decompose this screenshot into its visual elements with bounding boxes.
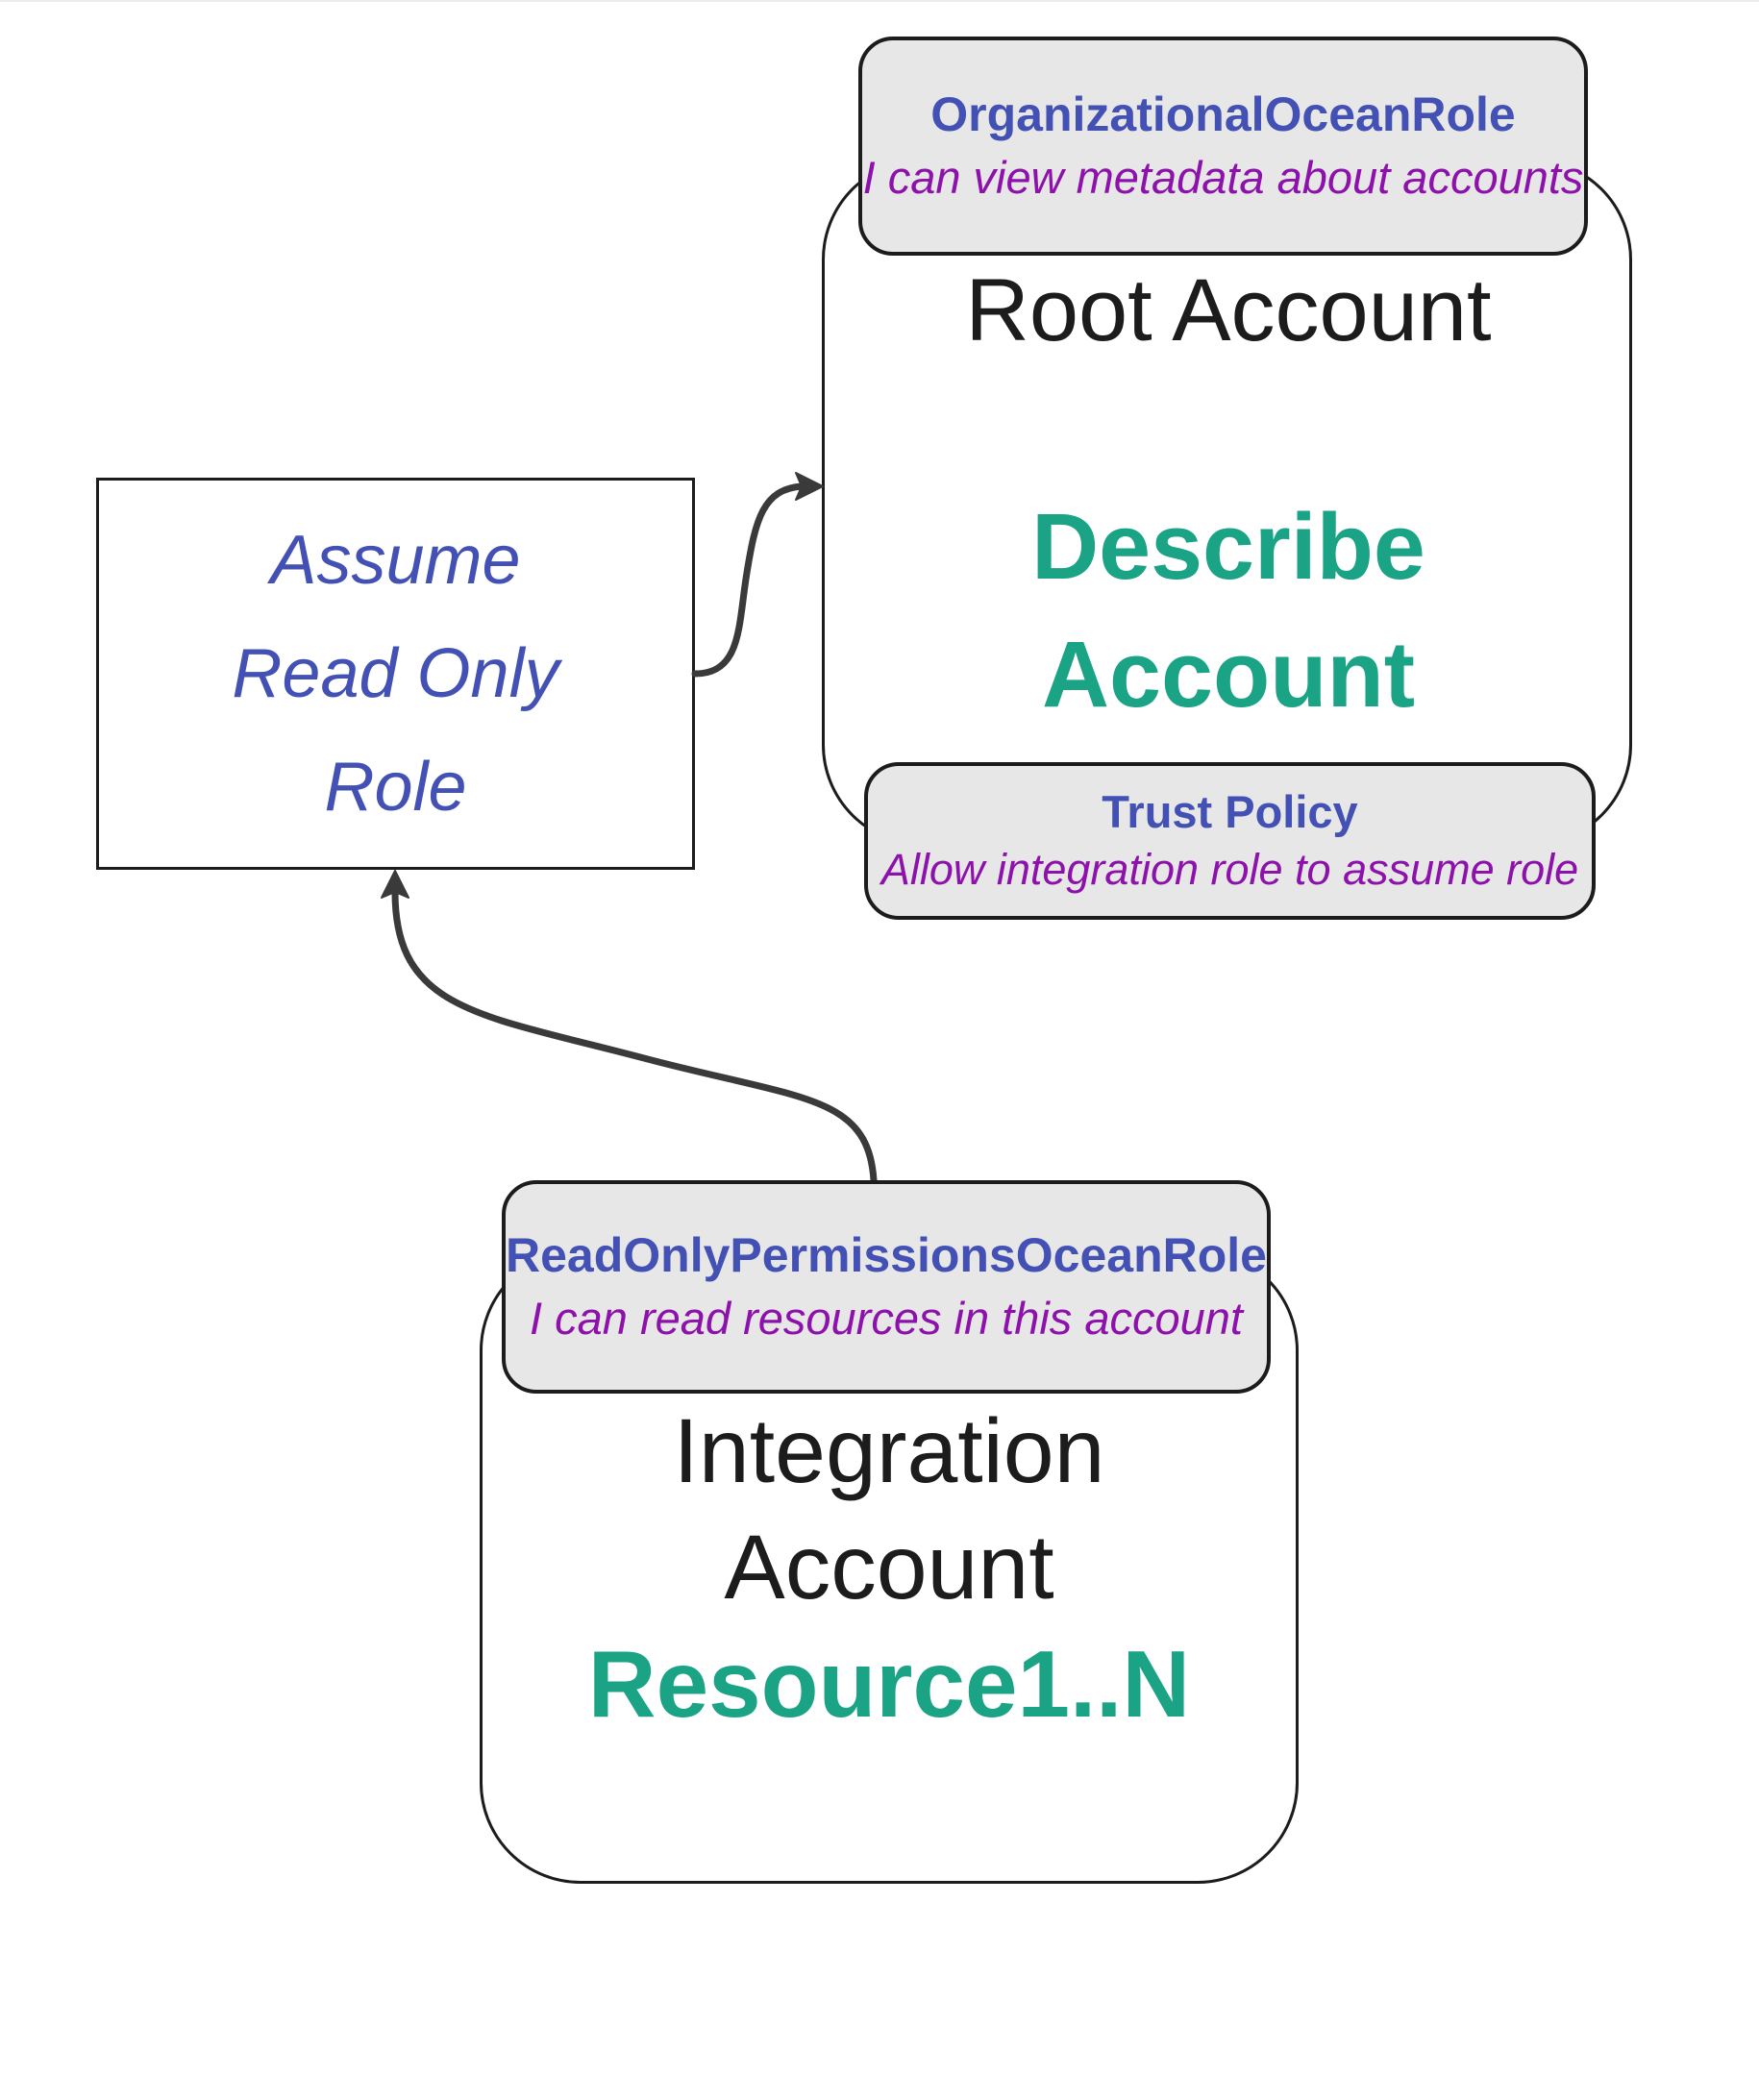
- org-role-description: I can view metadata about accounts: [862, 152, 1584, 203]
- trust-policy-label: Trust Policy Allow integration role to a…: [864, 762, 1596, 920]
- assume-role-line3: Role: [324, 749, 467, 826]
- integration-account-text: Integration Account Resource1..N: [483, 1394, 1296, 1742]
- window-top-edge: [0, 0, 1759, 2]
- integration-account-line2: Account: [724, 1517, 1054, 1618]
- readonly-permissions-role-label: ReadOnlyPermissionsOceanRole I can read …: [502, 1180, 1271, 1394]
- integration-resources: Resource1..N: [587, 1631, 1191, 1737]
- describe-account-action: Describe Account: [825, 482, 1632, 738]
- trust-policy-description: Allow integration role to assume role: [880, 845, 1579, 894]
- root-account-title: Root Account: [965, 261, 1492, 359]
- readonly-role-description: I can read resources in this account: [530, 1293, 1243, 1344]
- trust-policy-title: Trust Policy: [1102, 786, 1358, 837]
- assume-role-line1: Assume: [270, 522, 521, 599]
- readonly-role-name: ReadOnlyPermissionsOceanRole: [506, 1228, 1267, 1282]
- organizational-ocean-role-label: OrganizationalOceanRole I can view metad…: [858, 37, 1588, 256]
- describe-account-line1: Describe: [1031, 494, 1425, 599]
- assume-read-only-role-text: Assume Read Only Role: [96, 478, 695, 870]
- arrow-integration-to-assume: [391, 888, 878, 1184]
- arrowhead-assume-to-root-icon: [795, 472, 824, 501]
- root-account-box: [822, 159, 1632, 846]
- integration-account-line1: Integration: [673, 1400, 1105, 1502]
- arrowhead-integration-to-assume-icon: [381, 870, 409, 899]
- arrow-assume-to-root: [691, 482, 805, 678]
- org-role-name: OrganizationalOceanRole: [930, 87, 1516, 141]
- assume-role-line2: Read Only: [232, 635, 559, 712]
- describe-account-line2: Account: [1042, 622, 1415, 727]
